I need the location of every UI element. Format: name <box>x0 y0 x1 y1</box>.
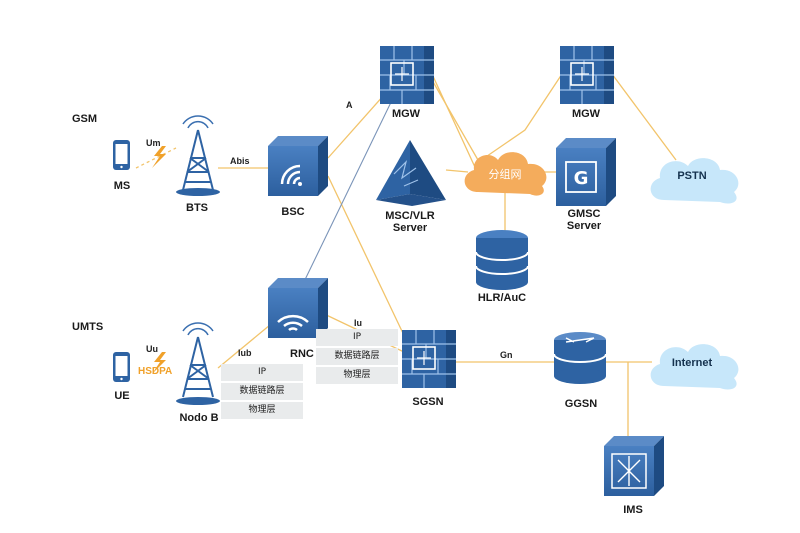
link-cloud-msc <box>445 169 469 173</box>
link-mgw2-pstn <box>611 73 677 161</box>
gmsc-line2: Server <box>566 220 602 232</box>
region-umts-label: UMTS <box>72 321 104 333</box>
protocol-stack-iu: IP 数据链路层 物理层 <box>316 329 398 386</box>
interface-a-label: A <box>346 100 353 110</box>
ims-server-icon <box>604 436 664 496</box>
mgw-2-label: MGW <box>571 108 601 120</box>
ms-label: MS <box>113 180 131 192</box>
interface-iu-label: Iu <box>354 318 362 328</box>
msc-vlr-line1: MSC/VLR <box>385 210 435 222</box>
tower-icon <box>176 322 220 405</box>
ims-label: IMS <box>623 504 643 516</box>
svg-text:G: G <box>574 168 589 189</box>
internet-label: Internet <box>671 357 713 369</box>
gmsc-line1: GMSC <box>567 208 601 220</box>
lightning-icon <box>152 352 166 374</box>
bsc-label: BSC <box>281 206 305 218</box>
interface-hsdpa-label: HSDPA <box>138 366 173 377</box>
interface-abis-label: Abis <box>230 156 250 166</box>
stack-iub-layer-ip: IP <box>221 364 303 381</box>
stack-iub-layer-physical: 物理层 <box>221 402 303 419</box>
interface-uu-label: Uu <box>146 344 158 354</box>
gateway-server-icon: G <box>556 138 616 206</box>
link-rnc-mgw1 <box>299 95 395 291</box>
firewall-server-icon <box>401 329 457 389</box>
lightning-icon <box>152 146 166 168</box>
link-nodeb-rnc <box>217 319 277 369</box>
msc-vlr-line2: Server <box>392 222 428 234</box>
packet-network-label: 分组网 <box>488 168 522 181</box>
hlr-auc-label: HLR/AuC <box>477 292 527 304</box>
cloud-icon <box>464 152 547 196</box>
msc-vlr-label: MSC/VLR Server <box>385 210 435 234</box>
tower-icon <box>176 115 220 196</box>
link-mgw1-mgw2 <box>431 73 563 166</box>
interface-gn-label: Gn <box>500 350 513 360</box>
phone-icon <box>113 140 130 170</box>
wifi-router-icon <box>268 278 328 338</box>
sgsn-label: SGSN <box>412 396 444 408</box>
stack-iub-layer-datalink: 数据链路层 <box>221 383 303 400</box>
ggsn-label: GGSN <box>564 398 598 410</box>
stack-iu-layer-physical: 物理层 <box>316 367 398 384</box>
pstn-label: PSTN <box>677 170 707 182</box>
gmsc-label: GMSC Server <box>567 208 601 232</box>
ue-label: UE <box>114 390 130 402</box>
stack-iu-layer-datalink: 数据链路层 <box>316 348 398 365</box>
cloud-icon <box>650 158 739 204</box>
interface-um-label: Um <box>146 138 161 148</box>
cloud-icon <box>650 344 739 390</box>
link-mgw1-cloud <box>431 79 479 161</box>
mgw-1-label: MGW <box>391 108 421 120</box>
switch-router-icon <box>553 332 607 384</box>
node-b-label: Nodo B <box>179 412 219 424</box>
link-ms-bts <box>135 147 177 169</box>
bts-label: BTS <box>186 202 208 214</box>
phone-icon <box>113 352 130 382</box>
protocol-stack-iub: IP 数据链路层 物理层 <box>221 364 303 421</box>
stack-iu-layer-ip: IP <box>316 329 398 346</box>
interface-iub-label: Iub <box>238 348 252 358</box>
pyramid-server-icon <box>376 140 446 206</box>
wifi-router-icon <box>268 136 328 196</box>
database-icon <box>475 230 529 290</box>
rnc-label: RNC <box>290 348 314 360</box>
region-gsm-label: GSM <box>72 113 98 125</box>
firewall-server-icon <box>379 45 435 105</box>
firewall-server-icon <box>559 45 615 105</box>
